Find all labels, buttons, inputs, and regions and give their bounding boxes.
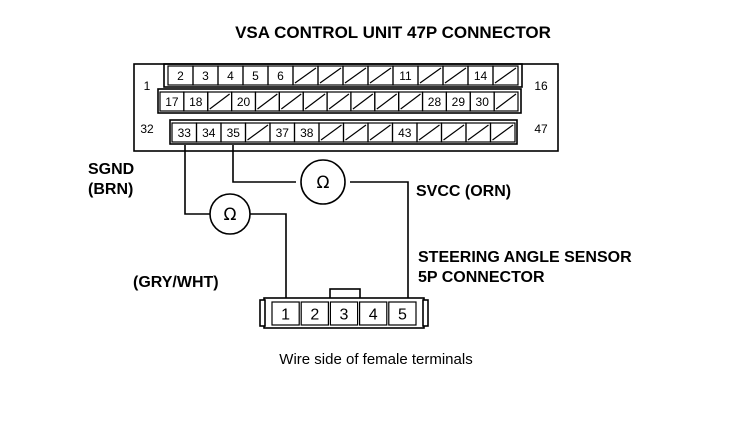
connector-47p-empty-cavity-slash	[376, 93, 398, 110]
connector-47p-cavity	[489, 122, 516, 143]
connector-47p-label-pin16: 16	[534, 79, 548, 93]
connector-5p-pins: 1 2 3 4 5	[271, 301, 417, 326]
connector-5p-pin-label: 5	[398, 307, 407, 324]
connector-5p-pin-label: 2	[310, 307, 319, 324]
connector-47p-pin-label: 4	[227, 69, 234, 83]
connector-47p-empty-cavity-slash	[280, 93, 302, 110]
connector-47p-row3	[169, 119, 518, 145]
connector-47p-pin-label: 6	[277, 69, 284, 83]
connector-47p-pin-label: 5	[252, 69, 259, 83]
connector-47p-pin-label: 2	[177, 69, 184, 83]
connector-47p-empty-cavity-slash	[320, 124, 342, 141]
connector-47p-empty-cavity-slash	[418, 124, 440, 141]
connector-47p-pin-label: 11	[399, 69, 412, 83]
connector-47p-row1	[163, 63, 523, 88]
connector-47p-empty-cavity-slash	[319, 67, 342, 84]
connector-47p-pin-label: 18	[189, 95, 203, 109]
connector-47p-empty-cavity-slash	[352, 93, 374, 110]
connector-47p-empty-cavity-slash	[467, 124, 489, 141]
connector-47p-pin-label: 28	[428, 95, 442, 109]
label-gry-wht: (GRY/WHT)	[133, 274, 219, 291]
connector-5p-pin-label: 1	[281, 307, 290, 324]
connector-5p-cavity	[388, 301, 417, 326]
wire-sgnd-brn	[184, 145, 210, 215]
wire-svcc-orn-right	[350, 181, 409, 298]
ohmmeter-sgnd: Ω	[209, 193, 251, 235]
connector-47p-empty-cavity-slash	[443, 124, 465, 141]
connector-47p-pin-label: 38	[300, 126, 314, 140]
ohmmeter-circle	[300, 159, 346, 205]
connector-47p-empty-cavity-slash	[328, 93, 350, 110]
ohm-icon: Ω	[224, 205, 237, 225]
label-svcc: SVCC (ORN)	[416, 183, 511, 200]
connector-47p-label-pin32: 32	[140, 122, 154, 136]
connector-47p-pin-label: 30	[476, 95, 490, 109]
ohmmeter-svcc: Ω	[300, 159, 346, 205]
vsa-47p-connector	[133, 63, 559, 152]
connector-47p-row1-cells: 2 3 4 5 6 11 14	[167, 65, 519, 86]
connector-5p-cavity	[329, 301, 359, 326]
connector-47p-pin-label: 14	[474, 69, 488, 83]
connector-47p-empty-cavity-slash	[344, 67, 367, 84]
wire-svcc-orn-left	[232, 145, 296, 183]
connector-47p-pin-label: 35	[227, 126, 241, 140]
diagram-caption: Wire side of female terminals	[279, 351, 472, 368]
connector-47p-empty-cavity-slash	[419, 67, 442, 84]
connector-5p-cavity	[271, 301, 300, 326]
ohm-icon: Ω	[317, 173, 330, 193]
ohmmeter-circle	[209, 193, 251, 235]
sensor-name-line1: STEERING ANGLE SENSOR	[418, 249, 632, 266]
connector-47p-empty-cavity-slash	[400, 93, 421, 110]
connector-47p-pin-label: 33	[178, 126, 192, 140]
connector-47p-empty-cavity-slash	[495, 93, 517, 110]
connector-47p-pin-label: 20	[237, 95, 251, 109]
connector-47p-empty-cavity-slash	[294, 67, 317, 84]
connector-47p-empty-cavity-slash	[247, 124, 269, 141]
connector-47p-empty-cavity-slash	[492, 124, 514, 141]
connector-5p-left-ear	[259, 299, 266, 327]
connector-5p-cavity	[359, 301, 388, 326]
label-sgnd: SGND	[88, 161, 134, 178]
connector-47p-pin-label: 17	[165, 95, 179, 109]
connector-47p-pin-label: 3	[202, 69, 209, 83]
connector-5p-pin-label: 4	[369, 307, 378, 324]
diagram-title: VSA CONTROL UNIT 47P CONNECTOR	[235, 23, 551, 42]
connector-5p-right-ear	[422, 299, 429, 327]
label-sgnd-color: (BRN)	[88, 181, 133, 198]
connector-47p-cavity	[493, 91, 519, 112]
connector-47p-label-pin47: 47	[534, 122, 548, 136]
connector-47p-empty-cavity-slash	[304, 93, 326, 110]
connector-47p-cavity	[492, 65, 519, 86]
connector-47p-row2	[157, 88, 522, 114]
test-wires	[184, 145, 409, 298]
connector-47p-label-pin1: 1	[144, 79, 151, 93]
connector-47p-empty-cavity-slash	[345, 124, 367, 141]
connector-5p-pin-label: 3	[340, 307, 349, 324]
connector-47p-empty-cavity-slash	[369, 67, 392, 84]
connector-5p-cavity	[300, 301, 330, 326]
sensor-name-line2: 5P CONNECTOR	[418, 269, 545, 286]
connector-47p-empty-cavity-slash	[257, 93, 278, 110]
connector-47p-row2-cells: 17 18 20 28 29 30	[159, 91, 519, 112]
connector-47p-pin-label: 34	[202, 126, 216, 140]
wire-gry-wht	[250, 213, 287, 298]
connector-47p-empty-cavity-slash	[209, 93, 230, 110]
steering-angle-sensor-5p-connector	[259, 288, 429, 329]
connector-47p-empty-cavity-slash	[494, 67, 517, 84]
connector-47p-pin-label: 43	[398, 126, 412, 140]
connector-47p-row3-cells: 33 34 35 37 38 43	[171, 122, 516, 143]
connector-47p-pin-label: 29	[452, 95, 466, 109]
connector-47p-empty-cavity-slash	[444, 67, 467, 84]
connector-47p-pin-label: 37	[276, 126, 290, 140]
connector-47p-empty-cavity-slash	[369, 124, 391, 141]
